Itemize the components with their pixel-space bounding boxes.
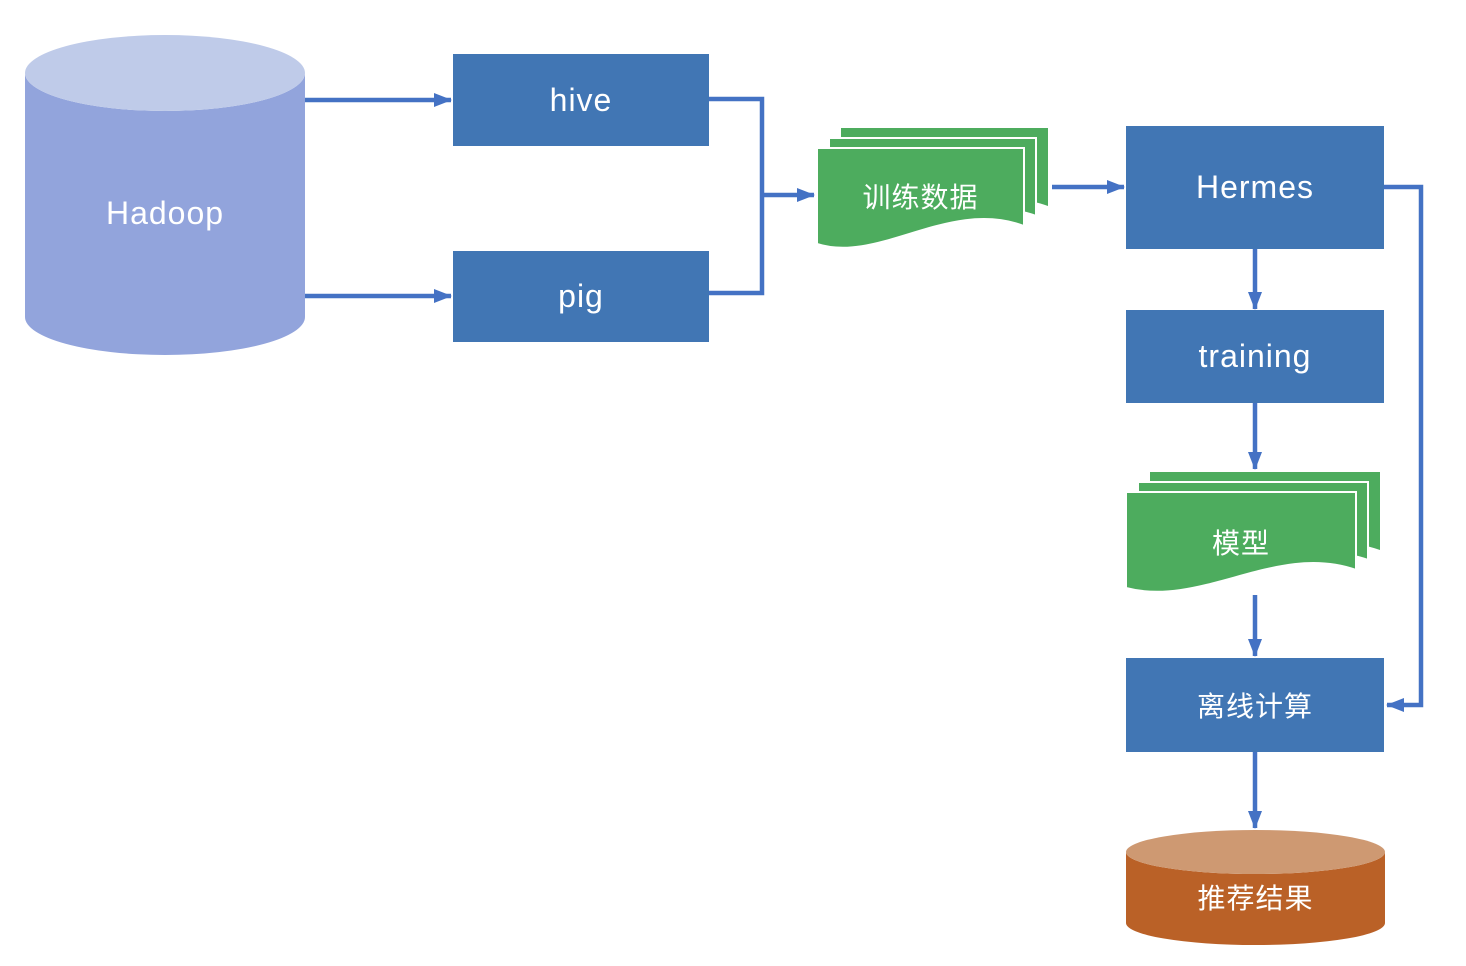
hadoop-cylinder-shape [25, 35, 305, 355]
model-label: 模型 [1211, 528, 1270, 559]
model-multidoc-shape [1125, 472, 1380, 593]
hive-rect-shape [453, 54, 709, 146]
recommended-result-label: 推荐结果 [1197, 883, 1314, 914]
training-data-label: 训练数据 [862, 182, 979, 213]
pig-label: pig [558, 278, 604, 314]
hermes-label: Hermes [1195, 169, 1314, 205]
hadoop-label: Hadoop [105, 194, 225, 231]
edge-hive-pig-merge [709, 96, 765, 296]
offline-compute-label: 离线计算 [1196, 691, 1313, 722]
edge-hermes-offline-loop [1384, 184, 1424, 712]
training-label: training [1198, 338, 1312, 374]
training-data-multidoc-shape [816, 128, 1048, 249]
training-rect-shape [1126, 310, 1384, 403]
offline-compute-rect-shape [1126, 658, 1384, 752]
hermes-rect-shape [1126, 126, 1384, 249]
pig-rect-shape [453, 251, 709, 342]
recommended-result-cylinder-shape [1126, 830, 1385, 946]
hive-label: hive [549, 81, 613, 118]
